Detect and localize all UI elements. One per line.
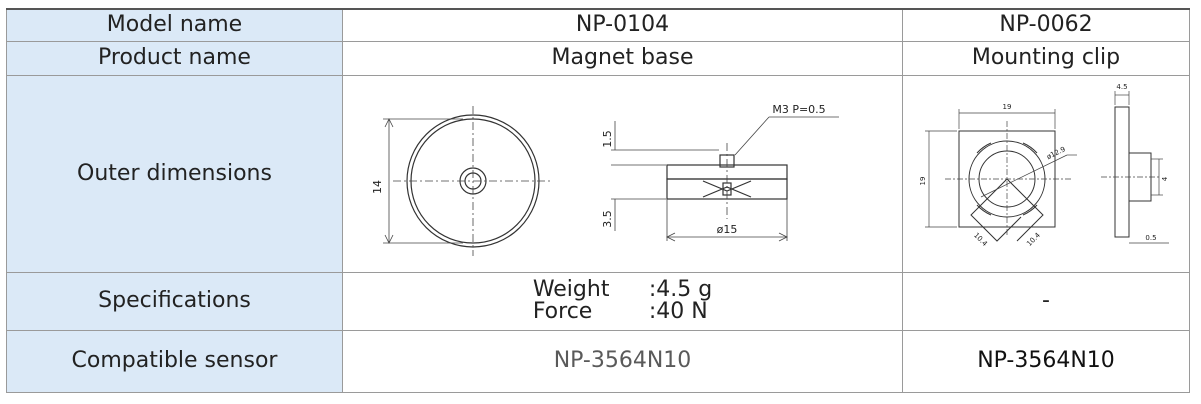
model-np-0062: NP-0062 — [902, 8, 1190, 42]
row-specifications: Specifications Weight :4.5 g Force :40 N - — [6, 271, 1190, 331]
dim-diameter: ø15 — [716, 223, 737, 236]
clip-dim-thickness: 4 — [1161, 176, 1169, 181]
dim-width: 14 — [371, 180, 384, 194]
spec-force-key: Force — [532, 299, 593, 324]
sensor-np-0104: NP-3564N10 — [342, 329, 903, 393]
drawing-cell-np-0062: 19 4.5 19 ø12.9 10.4 10.4 4 0.5 — [902, 74, 1190, 273]
header-model-name: Model name — [6, 8, 343, 42]
spec-weight-value: :4.5 g — [648, 277, 713, 302]
dim-height-bottom: 3.5 — [601, 210, 614, 228]
clip-dim-top: 19 — [1003, 103, 1012, 111]
np-0062-dimension-drawing: 19 4.5 19 ø12.9 10.4 10.4 4 0.5 — [919, 83, 1169, 248]
row-compatible-sensor: Compatible sensor NP-3564N10 NP-3564N10 — [6, 329, 1190, 393]
product-mounting-clip: Mounting clip — [902, 40, 1190, 76]
product-magnet-base: Magnet base — [342, 40, 903, 76]
clip-dim-diameter: ø12.9 — [1045, 145, 1066, 161]
dim-height-top: 1.5 — [601, 130, 614, 148]
row-outer-dimensions: Outer dimensions — [6, 74, 1190, 273]
specs-np-0062: - — [902, 271, 1190, 331]
drawing-cell-np-0104: 14 — [342, 74, 903, 273]
header-outer-dimensions: Outer dimensions — [6, 74, 343, 273]
spec-weight: Weight :4.5 g — [533, 279, 712, 301]
model-np-0104: NP-0104 — [342, 8, 903, 42]
spec-force: Force :40 N — [533, 301, 712, 323]
np-0104-dimension-drawing: 14 — [371, 103, 839, 256]
specs-np-0104: Weight :4.5 g Force :40 N — [342, 271, 903, 331]
row-model-name: Model name NP-0104 NP-0062 — [6, 8, 1190, 42]
clip-dim-left: 19 — [919, 177, 927, 186]
clip-dim-side-width: 4.5 — [1116, 83, 1127, 91]
header-product-name: Product name — [6, 40, 343, 76]
header-specifications: Specifications — [6, 271, 343, 331]
spec-weight-key: Weight — [532, 277, 610, 302]
clip-dim-bottom: 0.5 — [1145, 234, 1156, 242]
spec-table: Model name NP-0104 NP-0062 Product name … — [6, 8, 1190, 393]
dim-thread: M3 P=0.5 — [772, 103, 825, 116]
spec-force-value: :40 N — [648, 299, 708, 324]
row-product-name: Product name Magnet base Mounting clip — [6, 40, 1190, 76]
clip-dim-diag-left: 10.4 — [972, 231, 989, 248]
clip-dim-diag-right: 10.4 — [1025, 231, 1042, 248]
sensor-np-0062: NP-3564N10 — [902, 329, 1190, 393]
spec-list: Weight :4.5 g Force :40 N — [533, 279, 712, 323]
header-compatible-sensor: Compatible sensor — [6, 329, 343, 393]
